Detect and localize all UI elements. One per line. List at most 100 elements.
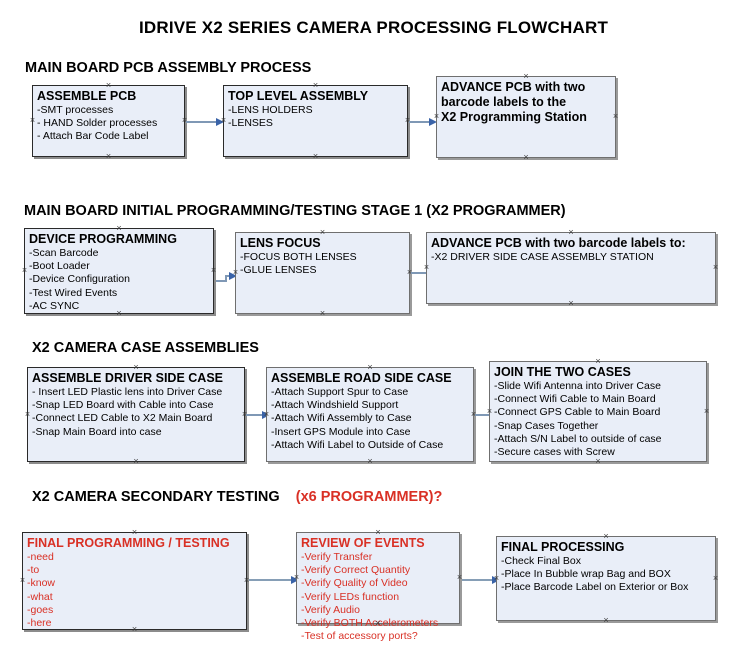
node-device-programming[interactable]: DEVICE PROGRAMMING -Scan Barcode -Boot L… (24, 228, 214, 314)
handle-bottom-icon[interactable] (523, 154, 530, 161)
handle-top-icon[interactable] (595, 358, 602, 365)
node-header: ASSEMBLE ROAD SIDE CASE (271, 371, 452, 385)
node-review-of-events[interactable]: REVIEW OF EVENTS -Verify Transfer -Verif… (296, 529, 460, 642)
node-line: -GLUE LENSES (240, 264, 317, 277)
handle-left-icon[interactable] (21, 267, 28, 274)
node-line: -Insert GPS Module into Case (271, 425, 411, 438)
handle-right-icon[interactable] (712, 264, 719, 271)
section-title-x2-camera-case-assemblies: X2 CAMERA CASE ASSEMBLIES (32, 340, 259, 356)
handle-left-icon[interactable] (29, 117, 36, 124)
handle-top-icon[interactable] (603, 533, 610, 540)
node-header: FINAL PROCESSING (501, 540, 625, 554)
handle-top-icon[interactable] (319, 229, 326, 236)
node-advance-pcb-to-x2-programming-station[interactable]: ADVANCE PCB with two barcode labels to t… (436, 76, 616, 158)
node-line: -Verify Quality of Video (301, 577, 408, 590)
node-line: -Device Configuration (29, 273, 130, 286)
node-line: -goes (27, 603, 54, 616)
node-line: -Connect Wifi Cable to Main Board (494, 393, 656, 406)
handle-bottom-icon[interactable] (603, 617, 610, 624)
connector-assemble-pcb-to-top-level-assembly (186, 117, 224, 127)
handle-right-icon[interactable] (712, 575, 719, 582)
handle-left-icon[interactable] (24, 411, 31, 418)
node-assemble-pcb[interactable]: ASSEMBLE PCB -SMT processes - HAND Solde… (32, 85, 185, 157)
node-join-the-two-cases[interactable]: JOIN THE TWO CASES -Slide Wifi Antenna i… (489, 361, 707, 462)
handle-top-icon[interactable] (116, 225, 123, 232)
handle-bottom-icon[interactable] (105, 153, 112, 160)
node-line: -Scan Barcode (29, 247, 99, 259)
handle-top-icon[interactable] (105, 82, 112, 89)
handle-top-icon[interactable] (568, 229, 575, 236)
handle-bottom-icon[interactable] (568, 300, 575, 307)
node-header: JOIN THE TWO CASES (494, 365, 631, 379)
node-line: -Snap Cases Together (494, 419, 599, 432)
connector-review-of-events-to-final-processing (462, 575, 500, 585)
node-header: X2 Programming Station (441, 110, 587, 124)
handle-bottom-icon[interactable] (312, 153, 319, 160)
connector-device-programming-to-lens-focus (215, 270, 237, 282)
handle-right-icon[interactable] (703, 408, 710, 415)
node-line: -Attach Support Spur to Case (271, 386, 409, 398)
node-line: -what (27, 590, 53, 603)
handle-right-icon[interactable] (612, 113, 619, 120)
handle-top-icon[interactable] (131, 529, 138, 536)
node-line-overflow: -Test of accessory ports? (301, 630, 418, 643)
node-line: -Verify LEDs function (301, 590, 400, 603)
node-final-processing[interactable]: FINAL PROCESSING -Check Final Box -Place… (496, 536, 716, 621)
node-header: ASSEMBLE PCB (37, 89, 137, 103)
node-advance-pcb-to-driver-side-case[interactable]: ADVANCE PCB with two barcode labels to: … (426, 232, 716, 304)
node-line: - Insert LED Plastic lens into Driver Ca… (32, 386, 223, 398)
node-line: -AC SYNC (29, 299, 80, 312)
node-line: -Verify Transfer (301, 551, 373, 563)
node-header: FINAL PROGRAMMING / TESTING (27, 536, 230, 550)
node-line: -Snap LED Board with Cable into Case (32, 399, 214, 412)
handle-top-icon[interactable] (312, 82, 319, 89)
node-line: -Test Wired Events (29, 286, 118, 299)
node-line: -need (27, 551, 54, 563)
node-header: ASSEMBLE DRIVER SIDE CASE (32, 371, 224, 385)
node-final-programming-testing[interactable]: FINAL PROGRAMMING / TESTING -need -to -k… (22, 532, 247, 630)
handle-bottom-icon[interactable] (319, 310, 326, 317)
node-header: ADVANCE PCB with two barcode labels to: (431, 236, 686, 250)
node-line: -SMT processes (37, 104, 114, 116)
node-line: -LENSES (228, 117, 273, 130)
section-title-main-board-initial-programming: MAIN BOARD INITIAL PROGRAMMING/TESTING S… (24, 203, 566, 219)
node-header: REVIEW OF EVENTS (301, 536, 425, 550)
handle-bottom-icon[interactable] (367, 458, 374, 465)
node-lens-focus[interactable]: LENS FOCUS -FOCUS BOTH LENSES -GLUE LENS… (235, 232, 410, 314)
handle-top-icon[interactable] (133, 364, 140, 371)
node-line: -Connect GPS Cable to Main Board (494, 406, 661, 419)
handle-top-icon[interactable] (367, 364, 374, 371)
section-title-text: X2 CAMERA SECONDARY TESTING (32, 489, 280, 505)
node-header: TOP LEVEL ASSEMBLY (228, 89, 369, 103)
node-line: -Snap Main Board into case (32, 425, 162, 438)
handle-left-icon[interactable] (19, 577, 26, 584)
node-assemble-road-side-case[interactable]: ASSEMBLE ROAD SIDE CASE -Attach Support … (266, 367, 474, 462)
node-line: -here (27, 617, 52, 630)
node-line: -Secure cases with Screw (494, 446, 615, 459)
node-assemble-driver-side-case[interactable]: ASSEMBLE DRIVER SIDE CASE - Insert LED P… (27, 367, 245, 462)
node-line: -LENS HOLDERS (228, 104, 313, 116)
node-line: - HAND Solder processes (37, 117, 158, 130)
node-line: -Attach S/N Label to outside of case (494, 432, 662, 445)
node-line: -Place Barcode Label on Exterior or Box (501, 581, 689, 594)
node-header: barcode labels to the (441, 95, 567, 109)
section-title-accent: (x6 PROGRAMMER)? (295, 489, 443, 505)
node-header: ADVANCE PCB with two (441, 80, 586, 94)
node-line: -Attach Wifi Label to Outside of Case (271, 438, 444, 451)
node-line: -FOCUS BOTH LENSES (240, 251, 357, 263)
node-line: -Connect LED Cable to X2 Main Board (32, 412, 213, 425)
node-line: -Verify BOTH Accelerometers (301, 617, 439, 630)
connector-final-programming-to-review-of-events (249, 575, 299, 585)
connector-top-level-assembly-to-advance-pcb (409, 117, 437, 127)
node-header: DEVICE PROGRAMMING (29, 232, 177, 246)
node-line: -Attach Windshield Support (271, 399, 399, 412)
node-line: -X2 DRIVER SIDE CASE ASSEMBLY STATION (431, 251, 654, 263)
handle-top-icon[interactable] (523, 73, 530, 80)
handle-bottom-icon[interactable] (133, 458, 140, 465)
node-line: -Verify Audio (301, 603, 360, 616)
node-line: -Place In Bubble wrap Bag and BOX (501, 568, 671, 581)
handle-top-icon[interactable] (375, 529, 382, 536)
node-top-level-assembly[interactable]: TOP LEVEL ASSEMBLY -LENS HOLDERS -LENSES (223, 85, 408, 157)
node-line: -Check Final Box (501, 555, 581, 567)
node-line: -Verify Correct Quantity (301, 564, 411, 577)
